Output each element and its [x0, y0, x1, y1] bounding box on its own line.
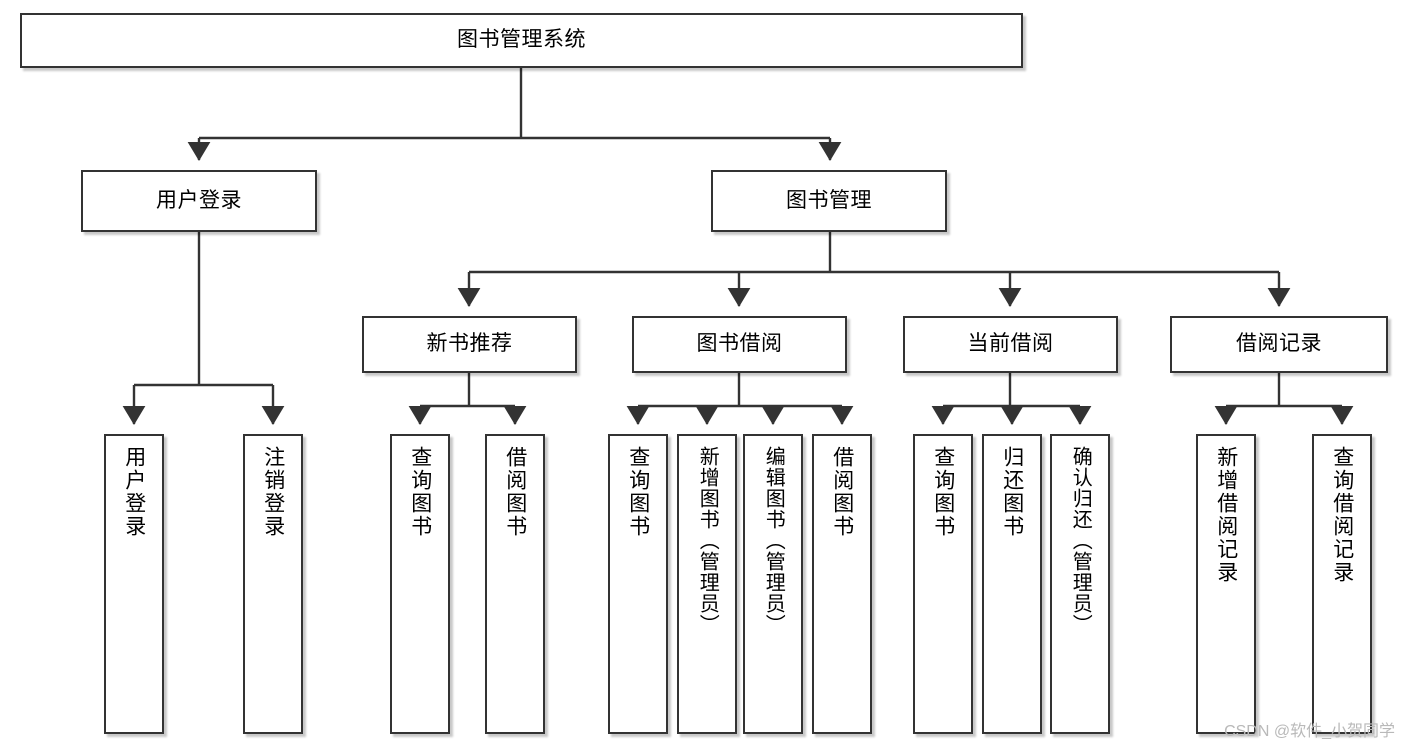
node-label: 用户登录 [156, 188, 242, 212]
node-label: 当前借阅 [967, 332, 1054, 356]
node-label: 借阅记录 [1236, 332, 1322, 356]
node-label: 注销登录 [261, 446, 285, 538]
node-leaf-add-book-admin[interactable]: 新增图书（管理员） [677, 434, 737, 734]
node-label: 查询图书 [626, 446, 650, 538]
node-leaf-user-login[interactable]: 用户登录 [104, 434, 164, 734]
node-user-login[interactable]: 用户登录 [81, 170, 317, 232]
node-label: 新增借阅记录 [1214, 446, 1238, 584]
watermark: CSDN @软件_小贺同学 [1224, 723, 1395, 740]
node-label: 编辑图书（管理员） [762, 446, 785, 635]
node-root[interactable]: 图书管理系统 [20, 13, 1023, 68]
node-label: 新增图书（管理员） [696, 446, 719, 635]
node-new-book-recommend[interactable]: 新书推荐 [362, 316, 577, 373]
node-label: 图书管理 [786, 188, 872, 212]
node-leaf-borrow-book-rec[interactable]: 借阅图书 [485, 434, 545, 734]
node-leaf-add-borrow-record[interactable]: 新增借阅记录 [1196, 434, 1256, 734]
node-leaf-borrow-book[interactable]: 借阅图书 [812, 434, 872, 734]
node-leaf-query-book-rec[interactable]: 查询图书 [390, 434, 450, 734]
node-leaf-confirm-return-admin[interactable]: 确认归还（管理员） [1050, 434, 1110, 734]
node-leaf-return-book[interactable]: 归还图书 [982, 434, 1042, 734]
node-leaf-logout[interactable]: 注销登录 [243, 434, 303, 734]
node-label: 新书推荐 [426, 332, 513, 356]
node-label: 借阅图书 [503, 446, 527, 538]
node-label: 查询图书 [931, 446, 955, 538]
node-label: 图书管理系统 [457, 28, 586, 52]
node-label: 用户登录 [122, 446, 146, 538]
node-leaf-query-book-cur[interactable]: 查询图书 [913, 434, 973, 734]
node-leaf-edit-book-admin[interactable]: 编辑图书（管理员） [743, 434, 803, 734]
node-label: 归还图书 [1000, 446, 1024, 538]
node-label: 借阅图书 [830, 446, 854, 538]
node-label: 查询图书 [408, 446, 432, 538]
node-label: 确认归还（管理员） [1069, 446, 1092, 635]
node-borrow-record[interactable]: 借阅记录 [1170, 316, 1388, 373]
node-label: 查询借阅记录 [1330, 446, 1354, 584]
node-leaf-query-borrow-record[interactable]: 查询借阅记录 [1312, 434, 1372, 734]
node-current-borrow[interactable]: 当前借阅 [903, 316, 1118, 373]
node-book-manage[interactable]: 图书管理 [711, 170, 947, 232]
node-book-borrow[interactable]: 图书借阅 [632, 316, 847, 373]
node-label: 图书借阅 [696, 332, 783, 356]
node-leaf-query-book-borrow[interactable]: 查询图书 [608, 434, 668, 734]
